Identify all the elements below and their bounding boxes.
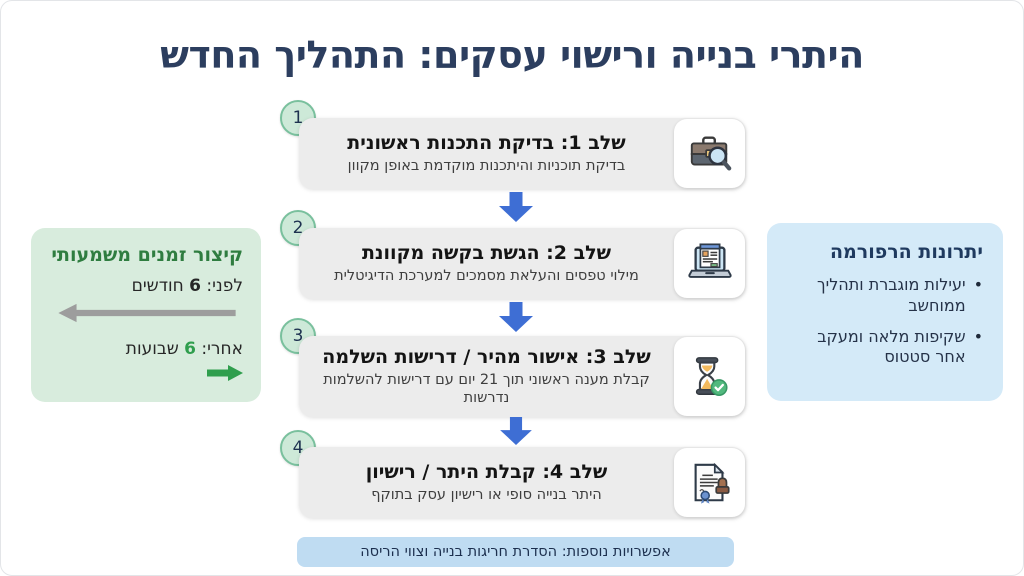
step-description: היתר בנייה סופי או רישיון עסק בתוקף <box>371 486 602 503</box>
step-title: שלב 1: בדיקת התכנות ראשונית <box>347 131 626 154</box>
step-description: בדיקת תוכניות והיתכנות מוקדמת באופן מקוו… <box>347 157 626 174</box>
step-text: שלב 1: בדיקת התכנות ראשונית בדיקת תוכניו… <box>313 132 660 176</box>
time-savings-panel: קיצור זמנים משמעותי לפני: 6 חודשים אחרי:… <box>31 228 261 402</box>
benefit-text: יעילות מוגברת ותהליך ממוחשב <box>817 275 966 315</box>
bullet-icon: • <box>973 326 983 346</box>
benefits-panel: יתרונות הרפורמה • יעילות מוגברת ותהליך מ… <box>767 223 1003 401</box>
step-description: קבלת מענה ראשוני תוך 21 יום עם דרישות לה… <box>323 371 650 406</box>
benefit-text: שקיפות מלאה ומעקב אחר סטטוס <box>817 326 966 367</box>
down-arrow-icon <box>499 192 533 222</box>
step-text: שלב 4: קבלת היתר / רישיון היתר בנייה סופ… <box>313 461 660 505</box>
step-card-2: שלב 2: הגשת בקשה מקוונת מילוי טפסים והעל… <box>299 228 746 299</box>
after-row: אחרי: 6 שבועות <box>47 339 243 359</box>
step-card-4: שלב 4: קבלת היתר / רישיון היתר בנייה סופ… <box>299 447 746 518</box>
before-row: לפני: 6 חודשים <box>47 276 243 296</box>
step-description: מילוי טפסים והעלאת מסמכים למערכת הדיגיטל… <box>334 267 639 284</box>
briefcase-magnifier-icon <box>674 119 745 188</box>
certificate-stamp-icon <box>674 448 745 517</box>
down-arrow-icon <box>499 302 533 332</box>
before-label: לפני: <box>206 276 243 296</box>
after-number: 6 <box>184 339 196 359</box>
before-number: 6 <box>189 276 201 296</box>
benefit-item: • יעילות מוגברת ותהליך ממוחשב <box>783 275 983 317</box>
step-card-3: שלב 3: אישור מהיר / דרישות השלמה קבלת מע… <box>299 336 746 417</box>
step-title: שלב 4: קבלת היתר / רישיון <box>365 460 608 483</box>
after-label: אחרי: <box>201 339 243 359</box>
step-card-1: שלב 1: בדיקת התכנות ראשונית בדיקת תוכניו… <box>299 118 746 189</box>
step-title: שלב 2: הגשת בקשה מקוונת <box>361 241 612 264</box>
additional-options-bar: אפשרויות נוספות: הסדרת חריגות בנייה וצוו… <box>297 537 734 567</box>
benefit-item: • שקיפות מלאה ומעקב אחר סטטוס <box>783 327 983 369</box>
page-title: היתרי בנייה ורישוי עסקים: התהליך החדש <box>160 33 864 77</box>
before-left-arrow-icon <box>47 303 243 327</box>
step-title: שלב 3: אישור מהיר / דרישות השלמה <box>322 345 651 368</box>
benefits-panel-title: יתרונות הרפורמה <box>829 241 983 263</box>
after-unit: שבועות <box>125 339 179 359</box>
additional-options-text: אפשרויות נוספות: הסדרת חריגות בנייה וצוו… <box>360 544 671 560</box>
laptop-form-icon <box>674 229 745 298</box>
time-panel-title: קיצור זמנים משמעותי <box>51 244 243 266</box>
step-text: שלב 2: הגשת בקשה מקוונת מילוי טפסים והעל… <box>313 242 660 286</box>
before-unit: חודשים <box>131 276 184 296</box>
bullet-icon: • <box>973 275 983 294</box>
hourglass-check-icon <box>674 337 745 416</box>
step-text: שלב 3: אישור מהיר / דרישות השלמה קבלת מע… <box>313 345 660 407</box>
after-right-arrow-icon <box>47 364 243 386</box>
down-arrow-icon <box>500 417 532 445</box>
